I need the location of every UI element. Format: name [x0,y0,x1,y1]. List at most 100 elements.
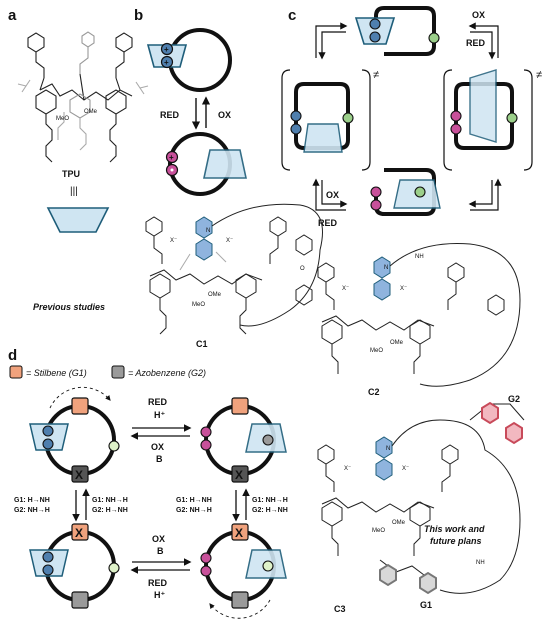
red-label-b: RED [160,110,180,120]
d-ring-bottom-left: X [29,523,120,609]
this-work-line2: future plans [430,536,482,546]
n-atom-c1: N [206,228,210,234]
radical-dot [170,168,174,172]
bracket-right-open [443,69,453,171]
stilbene-station [231,523,249,541]
red-label-c-top: RED [466,38,486,48]
base-label-d-bottom: B [157,546,164,556]
arrow-c-topright [468,22,499,58]
tpu-structure [17,31,149,163]
cup-icon [29,549,69,577]
blocked-glyph: X [235,526,243,540]
stilbene-legend-label: = Stilbene (G1) [26,368,87,378]
blocked-station [231,465,249,483]
cup-icon-b-bottom [203,149,247,179]
meo-label-a: MeO [56,116,69,122]
nh-c2: NH [415,254,424,260]
neq-right: ≠ [536,69,542,81]
c2-structure [317,243,521,387]
c1-label: C1 [196,339,208,349]
plus-icon [450,110,462,122]
red-label-c-bottom: RED [318,218,338,228]
x-anion-c3-right: X⁻ [402,466,409,472]
blocked-glyph: X [75,468,83,482]
cup-icon [29,423,69,451]
cond-g1-right-b: G1: NH→H [252,497,288,504]
ox-label-b: OX [218,110,231,120]
ox-label-d-bottom: OX [152,534,165,544]
this-work-line1: This work and [424,524,485,534]
panel-label-c: c [288,7,296,24]
azobenzene-legend-icon [111,365,125,379]
azobenzene-legend-label: = Azobenzene (G2) [128,368,206,378]
d-ring-top-right: X [200,397,287,483]
plus-icon [290,110,302,122]
cond-g2-left: G2: NH→H [14,507,50,514]
meo-label-c1: MeO [192,302,205,308]
cond-g1-left-b: G1: NH→H [92,497,128,504]
stilbene-legend-icon [9,365,23,379]
previous-studies-label: Previous studies [33,302,105,312]
x-anion-c1-left: X⁻ [170,238,177,244]
g2-label: G2 [508,394,520,404]
panel-label-b: b [134,7,143,24]
ox-label-c-top: OX [472,10,485,20]
azobenzene-station [231,591,249,609]
cup-icon-c-right [469,69,497,143]
ox-label-c-bottom: OX [326,190,339,200]
cond-g2-right-b: G2: H→NH [252,507,288,514]
arrow-c-bottomright [470,178,502,211]
bracket-left-close [361,69,371,171]
n-atom-c3: N [386,446,390,452]
plus-icon [160,42,174,56]
plus-icon [42,425,54,437]
plus-icon [290,123,302,135]
tpu-label: TPU [62,169,80,179]
station-icon [262,434,274,446]
plus-icon [160,55,174,69]
plus-sign: + [164,58,169,67]
cond-g2-left-b: G2: H→NH [92,507,128,514]
ring-c-bottom [374,168,436,216]
stilbene-station [71,523,89,541]
plus-icon [165,150,179,164]
ome-label-c3: OMe [392,520,406,526]
cup-icon-c-left [303,123,343,153]
d-ring-bottom-right: X [200,523,287,619]
meo-label-c2: MeO [370,348,383,354]
plus-icon [370,186,382,198]
x-anion-c2-right: X⁻ [400,286,407,292]
panel-label-a: a [8,7,17,24]
ome-label-c2: OMe [390,340,404,346]
arrow-c-bottomleft-2 [321,180,348,208]
cond-g1-right: G1: H→NH [176,497,212,504]
c1-structure [145,203,323,335]
blocked-glyph: X [235,468,243,482]
c2-label: C2 [368,387,380,397]
cond-g2-right: G2: NH→H [176,507,212,514]
station-icon [108,562,120,574]
meo-label-c3: MeO [372,528,385,534]
red-label-d-top: RED [148,397,168,407]
azobenzene-station [71,591,89,609]
base-label-d-top: B [156,454,163,464]
plus-icon [42,551,54,563]
rotation-arrow [49,386,111,409]
arrow-c-bottomright-2 [468,180,493,208]
arrow-c-topright-2 [470,31,496,60]
rotation-arrow [209,599,271,619]
bracket-right-close [523,69,533,171]
stilbene-station [71,397,89,415]
ome-label-a: OMe [84,109,98,115]
plus-icon [369,18,381,30]
d-ring-top-left: X [29,386,120,483]
plus-sign: + [164,45,169,54]
x-anion-c3-left: X⁻ [344,466,351,472]
g1-label: G1 [420,600,432,610]
x-anion-c1-right: X⁻ [226,238,233,244]
plus-icon [414,186,426,198]
red-label-d-bottom: RED [148,578,168,588]
cup-icon-c-top [354,17,396,45]
arrow-c-topleft [315,22,348,58]
